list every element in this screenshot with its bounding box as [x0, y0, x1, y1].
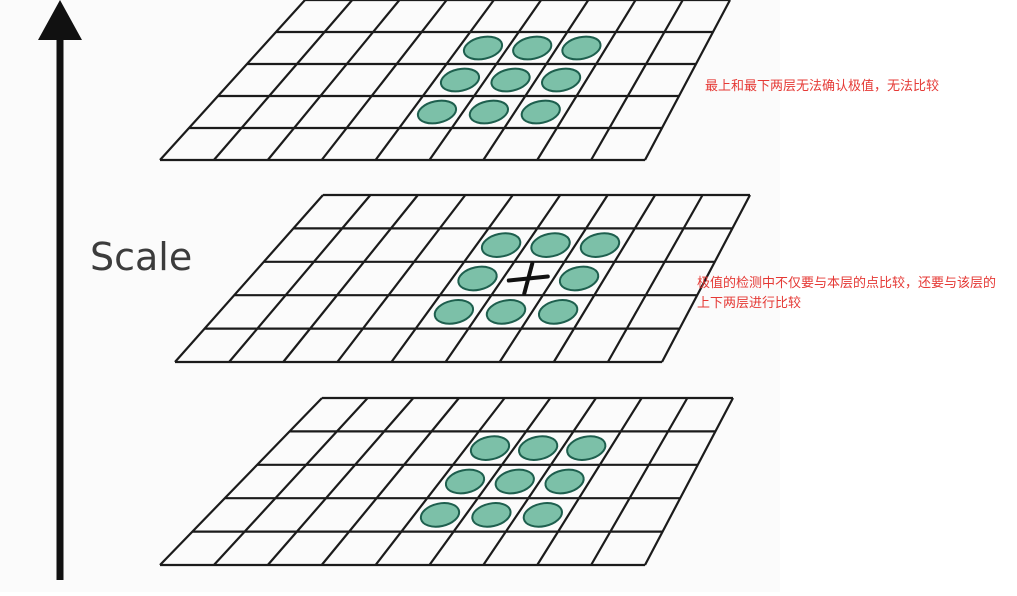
scale-layers: [159, 0, 751, 567]
grid-line: [536, 0, 637, 161]
grid-line: [159, 397, 323, 566]
grid-line: [498, 194, 609, 363]
neighbor-point: [522, 502, 563, 528]
scale-axis-arrowhead: [38, 0, 82, 40]
neighbor-point: [579, 232, 621, 258]
neighbor-point: [537, 299, 579, 325]
neighbor-point: [416, 99, 458, 125]
neighbor-point: [468, 99, 509, 125]
neighbor-point: [480, 232, 522, 258]
neighbor-point: [558, 265, 600, 292]
grid-line: [444, 194, 562, 363]
neighbor-point: [462, 35, 504, 61]
grid-line: [606, 194, 704, 363]
neighbor-point: [490, 67, 531, 93]
neighbor-point: [433, 299, 475, 325]
grid-line: [174, 194, 324, 363]
neighbor-point: [544, 468, 585, 495]
grid-line: [428, 397, 552, 566]
neighbor-point: [561, 35, 602, 61]
neighbor-point: [439, 67, 481, 93]
scale-axis-label: Scale: [90, 235, 192, 279]
neighbor-point: [457, 265, 498, 292]
grid-line: [320, 0, 448, 161]
grid-line: [213, 0, 354, 161]
grid-line: [482, 0, 590, 161]
scale-axis: [38, 0, 82, 580]
grid-line: [644, 397, 734, 566]
neighbor-point: [530, 232, 571, 258]
scale-space-figure: Scale: [38, 0, 751, 580]
neighbor-point: [566, 435, 607, 461]
layer-middle: [174, 193, 751, 364]
grid-line: [482, 397, 597, 566]
grid-line: [428, 0, 543, 161]
grid-line: [590, 397, 689, 566]
neighbor-point: [520, 99, 561, 125]
grid-line: [552, 194, 657, 363]
grid-line: [320, 397, 460, 566]
grid-line: [661, 194, 751, 363]
layer-bottom: [159, 396, 734, 567]
neighbor-point: [518, 435, 559, 461]
grid-line: [159, 0, 306, 161]
grid-line: [644, 0, 731, 161]
scale-space-diagram: Scale: [38, 0, 751, 580]
layer-top: [159, 0, 731, 162]
neighbor-point: [419, 502, 461, 528]
neighbor-point: [485, 299, 527, 325]
grid-line: [266, 397, 415, 566]
neighbor-point: [471, 502, 512, 528]
neighbor-point: [444, 468, 486, 495]
grid-line: [213, 397, 369, 566]
grid-line: [390, 194, 514, 363]
neighbor-point: [494, 468, 535, 495]
neighbor-point: [541, 67, 582, 93]
grid-line: [266, 0, 401, 161]
neighbor-point: [512, 35, 553, 61]
grid-line: [536, 397, 643, 566]
candidate-extremum-marker: [506, 261, 550, 296]
grid-line: [374, 0, 495, 161]
grid-line: [336, 194, 467, 363]
grid-line: [282, 194, 419, 363]
grid-line: [374, 397, 506, 566]
grid-line: [590, 0, 684, 161]
annotation-middle-layer: 极值的检测中不仅要与本层的点比较，还要与该层的上下两层进行比较: [697, 276, 997, 311]
annotation-top-bottom-layers: 最上和最下两层无法确认极值，无法比较: [705, 79, 940, 94]
grid-line: [228, 194, 372, 363]
neighbor-point: [469, 435, 511, 461]
